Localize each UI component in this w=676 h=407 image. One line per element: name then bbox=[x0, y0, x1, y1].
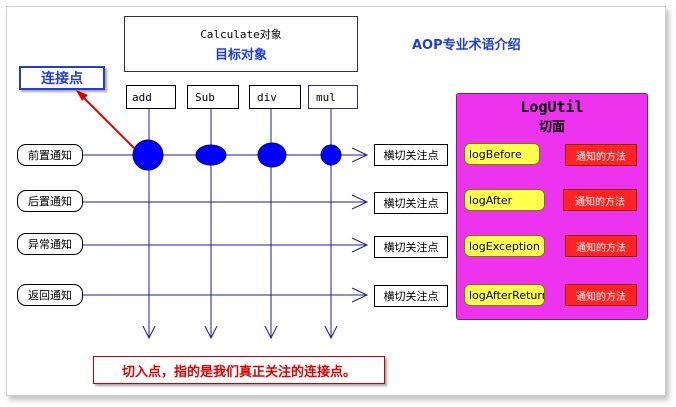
advice-method-tag-label: 通知的方法 bbox=[576, 291, 626, 303]
advice-method-tag-label: 通知的方法 bbox=[576, 242, 626, 254]
aspect-method-label: logException bbox=[469, 239, 540, 253]
advice-method-tag-2: 通知的方法 bbox=[563, 189, 637, 211]
crosscut-box-2: 横切关注点 bbox=[374, 192, 448, 214]
method-arrow-sub bbox=[204, 325, 218, 340]
advice-label: 后置通知 bbox=[28, 195, 72, 208]
crosscut-label: 横切关注点 bbox=[383, 290, 439, 303]
aspect-method-label: logAfterReturn bbox=[469, 288, 545, 302]
advice-arrow-after bbox=[351, 194, 369, 210]
target-object-title: Calculate对象 bbox=[200, 27, 282, 41]
aspect-method-logafter: logAfter bbox=[464, 189, 545, 211]
target-object-subtitle: 目标对象 bbox=[214, 47, 267, 63]
crosscut-label: 横切关注点 bbox=[383, 197, 439, 210]
joinpoint-mul bbox=[320, 144, 342, 166]
pointcut-caption-text: 切入点，指的是我们真正关注的连接点。 bbox=[121, 364, 356, 380]
method-box-label: add bbox=[132, 90, 152, 104]
crosscut-box-3: 横切关注点 bbox=[374, 236, 448, 258]
crosscut-box-4: 横切关注点 bbox=[374, 285, 448, 307]
advice-method-tag-1: 通知的方法 bbox=[565, 144, 637, 166]
method-box-label: div bbox=[257, 90, 277, 104]
advice-method-tag-3: 通知的方法 bbox=[565, 235, 637, 257]
diagram-title: AOP专业术语介绍 bbox=[412, 38, 521, 53]
joinpoint-add bbox=[132, 139, 164, 171]
joinpoint-label-text: 连接点 bbox=[41, 71, 83, 87]
aspect-method-logexception: logException bbox=[464, 235, 545, 257]
advice-arrow-before bbox=[351, 147, 369, 163]
advice-method-tag-label: 通知的方法 bbox=[575, 196, 625, 208]
joinpoint-div bbox=[257, 142, 287, 168]
advice-exception-box: 异常通知 bbox=[17, 233, 83, 255]
aspect-method-logafterreturn: logAfterReturn bbox=[464, 284, 545, 306]
method-arrow-mul bbox=[324, 325, 338, 340]
method-box-sub: Sub bbox=[187, 85, 239, 109]
crosscut-box-1: 横切关注点 bbox=[374, 144, 448, 166]
advice-method-tag-label: 通知的方法 bbox=[576, 151, 626, 163]
advice-return-box: 返回通知 bbox=[17, 284, 83, 306]
advice-label: 返回通知 bbox=[28, 289, 72, 302]
target-object-box: Calculate对象 目标对象 bbox=[124, 16, 358, 72]
aspect-method-label: logBefore bbox=[469, 147, 522, 161]
method-box-label: mul bbox=[316, 90, 336, 104]
method-box-mul: mul bbox=[308, 85, 358, 109]
crosscut-label: 横切关注点 bbox=[383, 149, 439, 162]
advice-label: 前置通知 bbox=[28, 149, 72, 162]
method-box-add: add bbox=[126, 85, 176, 109]
method-arrow-add bbox=[142, 325, 156, 340]
joinpoint-pointer-line bbox=[77, 91, 135, 149]
advice-after-box: 后置通知 bbox=[17, 190, 83, 212]
advice-arrow-exception bbox=[351, 237, 369, 253]
aspect-subtitle: 切面 bbox=[538, 120, 565, 135]
aspect-method-label: logAfter bbox=[469, 193, 513, 207]
method-box-label: Sub bbox=[195, 90, 215, 104]
advice-label: 异常通知 bbox=[28, 238, 72, 251]
aspect-method-logbefore: logBefore bbox=[464, 143, 540, 165]
joinpoint-sub bbox=[195, 144, 227, 166]
advice-arrow-return bbox=[351, 287, 369, 303]
advice-before-box: 前置通知 bbox=[17, 144, 83, 166]
pointcut-caption: 切入点，指的是我们真正关注的连接点。 bbox=[93, 356, 385, 384]
joinpoint-pointer-head bbox=[76, 90, 88, 101]
method-arrow-div bbox=[264, 325, 278, 340]
joinpoint-label: 连接点 bbox=[19, 66, 105, 90]
aspect-title: LogUtil bbox=[520, 98, 584, 116]
advice-method-tag-4: 通知的方法 bbox=[565, 284, 637, 306]
method-box-div: div bbox=[249, 85, 301, 109]
crosscut-label: 横切关注点 bbox=[383, 241, 439, 254]
